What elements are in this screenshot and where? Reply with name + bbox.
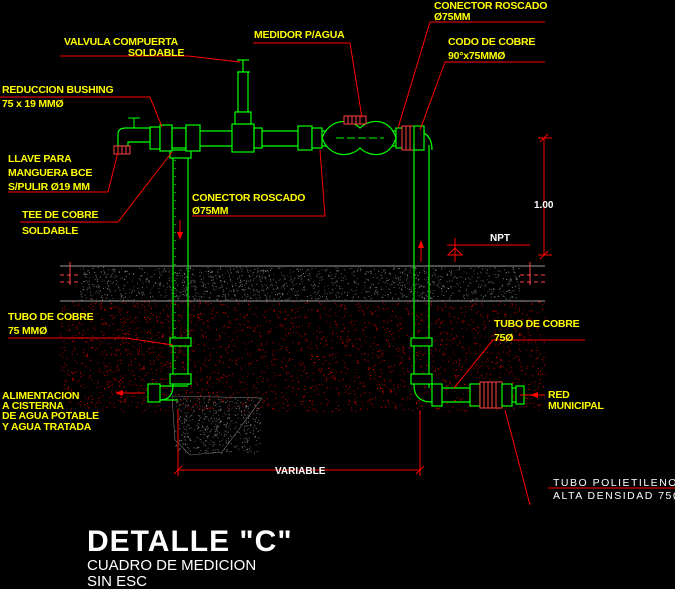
- medidor-label: MEDIDOR P/AGUA: [254, 29, 345, 41]
- right-riser-pipe: [410, 145, 433, 385]
- reduccion-label-line1: REDUCCION BUSHING: [2, 84, 114, 96]
- variable-label: VARIABLE: [275, 466, 326, 477]
- conector-mid-label-line1: CONECTOR ROSCADO: [192, 192, 305, 204]
- npt-marker: NPT: [446, 233, 530, 262]
- leader-lines: [0, 21, 675, 506]
- valvula-label-line1: VALVULA COMPUERTA: [64, 36, 179, 48]
- polietileno-label-line2: ALTA DENSIDAD 75Ø: [553, 490, 675, 502]
- valvula-label-line2: SOLDABLE: [128, 47, 184, 59]
- npt-label: NPT: [490, 233, 510, 244]
- red-label-line1: RED: [548, 389, 570, 401]
- dimension-height-text: 1.00: [534, 200, 554, 211]
- variable-dimension: VARIABLE: [173, 410, 425, 477]
- tubo-left-label-line2: 75 MMØ: [8, 325, 47, 337]
- codo-label-line2: 90°x75MMØ: [448, 50, 505, 62]
- floor-slab: [60, 262, 545, 302]
- tubo-right-label-line2: 75Ø: [494, 332, 513, 344]
- title-block: DETALLE "C" CUADRO DE MEDICION SIN ESC: [87, 525, 293, 589]
- red-label-line2: MUNICIPAL: [548, 400, 605, 412]
- slab-fill: [80, 267, 521, 454]
- gravel-pit-left: [171, 395, 263, 456]
- reduccion-label-line2: 75 x 19 MMØ: [2, 98, 63, 110]
- polietileno-label-line1: TUBO POLIETILENO: [553, 477, 675, 489]
- top-horizontal-pipe: [149, 115, 433, 156]
- drawing-subtitle: CUADRO DE MEDICION: [87, 557, 256, 574]
- annotation-labels: VALVULA COMPUERTA SOLDABLE MEDIDOR P/AGU…: [2, 0, 675, 502]
- conector-mid-label-line2: Ø75MM: [192, 205, 229, 217]
- hose-faucet: [113, 117, 151, 155]
- gate-valve: [234, 59, 252, 125]
- llave-label-line1: LLAVE PARA: [8, 153, 72, 165]
- drawing-scale-note: SIN ESC: [87, 573, 147, 589]
- alimentacion-label-line3: DE AGUA POTABLE: [2, 410, 99, 422]
- conector-top-label-line2: Ø75MM: [434, 11, 471, 23]
- llave-label-line3: S/PULIR Ø19 MM: [8, 181, 90, 193]
- tee-label-line1: TEE DE COBRE: [22, 209, 99, 221]
- codo-label-line1: CODO DE COBRE: [448, 36, 535, 48]
- flow-arrows: [115, 220, 543, 398]
- alimentacion-label-line2: A CISTERNA: [2, 400, 64, 412]
- tee-label-line2: SOLDABLE: [22, 225, 78, 237]
- conector-top-label-line1: CONECTOR ROSCADO: [434, 0, 547, 12]
- drawing-title: DETALLE "C": [87, 525, 293, 558]
- alimentacion-label-line4: Y AGUA TRATADA: [2, 421, 92, 433]
- tubo-right-label-line1: TUBO DE COBRE: [494, 318, 580, 330]
- bottom-right-pipe: [413, 381, 525, 409]
- alimentacion-label-line1: ALIMENTACION: [2, 390, 79, 402]
- height-dimension: 1.00: [534, 133, 554, 260]
- llave-label-line2: MANGUERA BCE: [8, 167, 92, 179]
- tubo-left-label-line1: TUBO DE COBRE: [8, 311, 94, 323]
- bottom-left-pipe: [147, 383, 188, 403]
